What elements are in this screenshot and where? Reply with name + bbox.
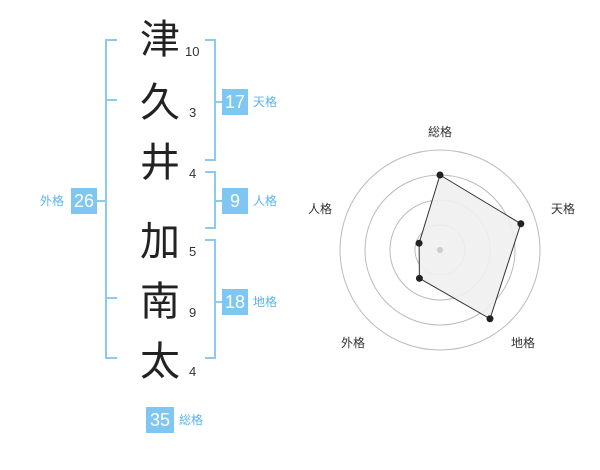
radar-point xyxy=(517,220,525,228)
radar-axis-label-tenkaku: 天格 xyxy=(551,202,576,216)
radar-ring xyxy=(339,149,541,351)
surname-char-3: 井 xyxy=(140,140,180,186)
radar-axis-label-jinkaku: 人格 xyxy=(308,202,333,216)
given-char-2: 南 xyxy=(140,279,180,325)
radar-area xyxy=(418,174,522,320)
radar-point xyxy=(436,171,444,179)
radar-point xyxy=(415,274,423,282)
soukaku-value-badge: 35 xyxy=(146,407,174,433)
chikaku-bracket xyxy=(205,239,216,359)
jinkaku-label: 人格 xyxy=(253,194,278,208)
given-strokes-1: 5 xyxy=(189,244,197,259)
given-strokes-2: 9 xyxy=(189,305,197,320)
gaikaku-label: 外格 xyxy=(40,194,65,208)
radar-axis-label-chikaku: 地格 xyxy=(511,336,536,350)
radar-chart xyxy=(339,149,541,351)
jinkaku-value-badge: 9 xyxy=(222,188,248,214)
soukaku-label: 総格 xyxy=(179,413,204,427)
given-char-1: 加 xyxy=(140,219,180,265)
radar-center-dot xyxy=(437,247,443,253)
radar-point xyxy=(486,315,494,323)
tenkaku-label: 天格 xyxy=(253,95,278,109)
surname-strokes-1: 10 xyxy=(185,44,200,59)
jinkaku-bracket xyxy=(205,171,216,229)
radar-axis-label-soukaku: 総格 xyxy=(428,125,453,139)
radar-point xyxy=(415,239,423,247)
chikaku-value-badge: 18 xyxy=(222,289,248,315)
chikaku-label: 地格 xyxy=(253,295,278,309)
given-char-3: 太 xyxy=(140,339,180,385)
radar-axis-label-gaikaku: 外格 xyxy=(341,336,366,350)
tenkaku-value-badge: 17 xyxy=(222,89,248,115)
surname-strokes-3: 4 xyxy=(189,166,197,181)
tenkaku-bracket xyxy=(205,39,216,161)
surname-strokes-2: 3 xyxy=(189,105,197,120)
surname-char-1: 津 xyxy=(140,17,180,63)
given-strokes-3: 4 xyxy=(189,364,197,379)
surname-char-2: 久 xyxy=(140,80,180,126)
gaikaku-bracket xyxy=(105,39,117,359)
gaikaku-value-badge: 26 xyxy=(71,188,97,214)
